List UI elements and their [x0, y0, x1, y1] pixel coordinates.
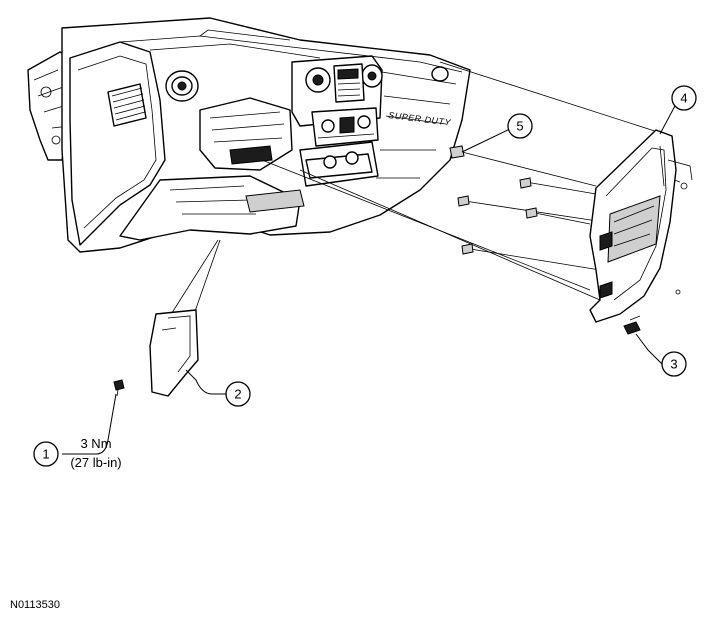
instrument-panel: SUPER DUTY: [27, 17, 471, 253]
torque-spec-lbin: (27 lb-in): [70, 455, 121, 470]
torque-spec-nm: 3 Nm: [80, 436, 111, 451]
screw-3: [623, 315, 641, 335]
leader-2: [185, 369, 226, 395]
callout-3: 3: [661, 351, 687, 377]
callout-5-label: 5: [516, 119, 523, 134]
callout-2: 2: [225, 381, 251, 407]
leader-4: [659, 103, 677, 135]
part-4-side-panel: [589, 129, 693, 323]
leader-3: [635, 333, 663, 365]
figure-id: N0113530: [10, 599, 60, 611]
callout-3-label: 3: [670, 357, 677, 372]
callout-4-label: 4: [680, 91, 687, 106]
callout-1: 1: [33, 441, 59, 467]
callout-2-label: 2: [234, 387, 241, 402]
leader-1: [62, 393, 117, 455]
part-5-clips: [449, 145, 538, 255]
callout-1-label: 1: [42, 447, 49, 462]
screw-1: [113, 379, 125, 397]
callout-4: 4: [671, 85, 697, 111]
leader-5: [461, 127, 513, 153]
callout-5: 5: [507, 113, 533, 139]
part-2-trim-panel: [149, 309, 199, 397]
